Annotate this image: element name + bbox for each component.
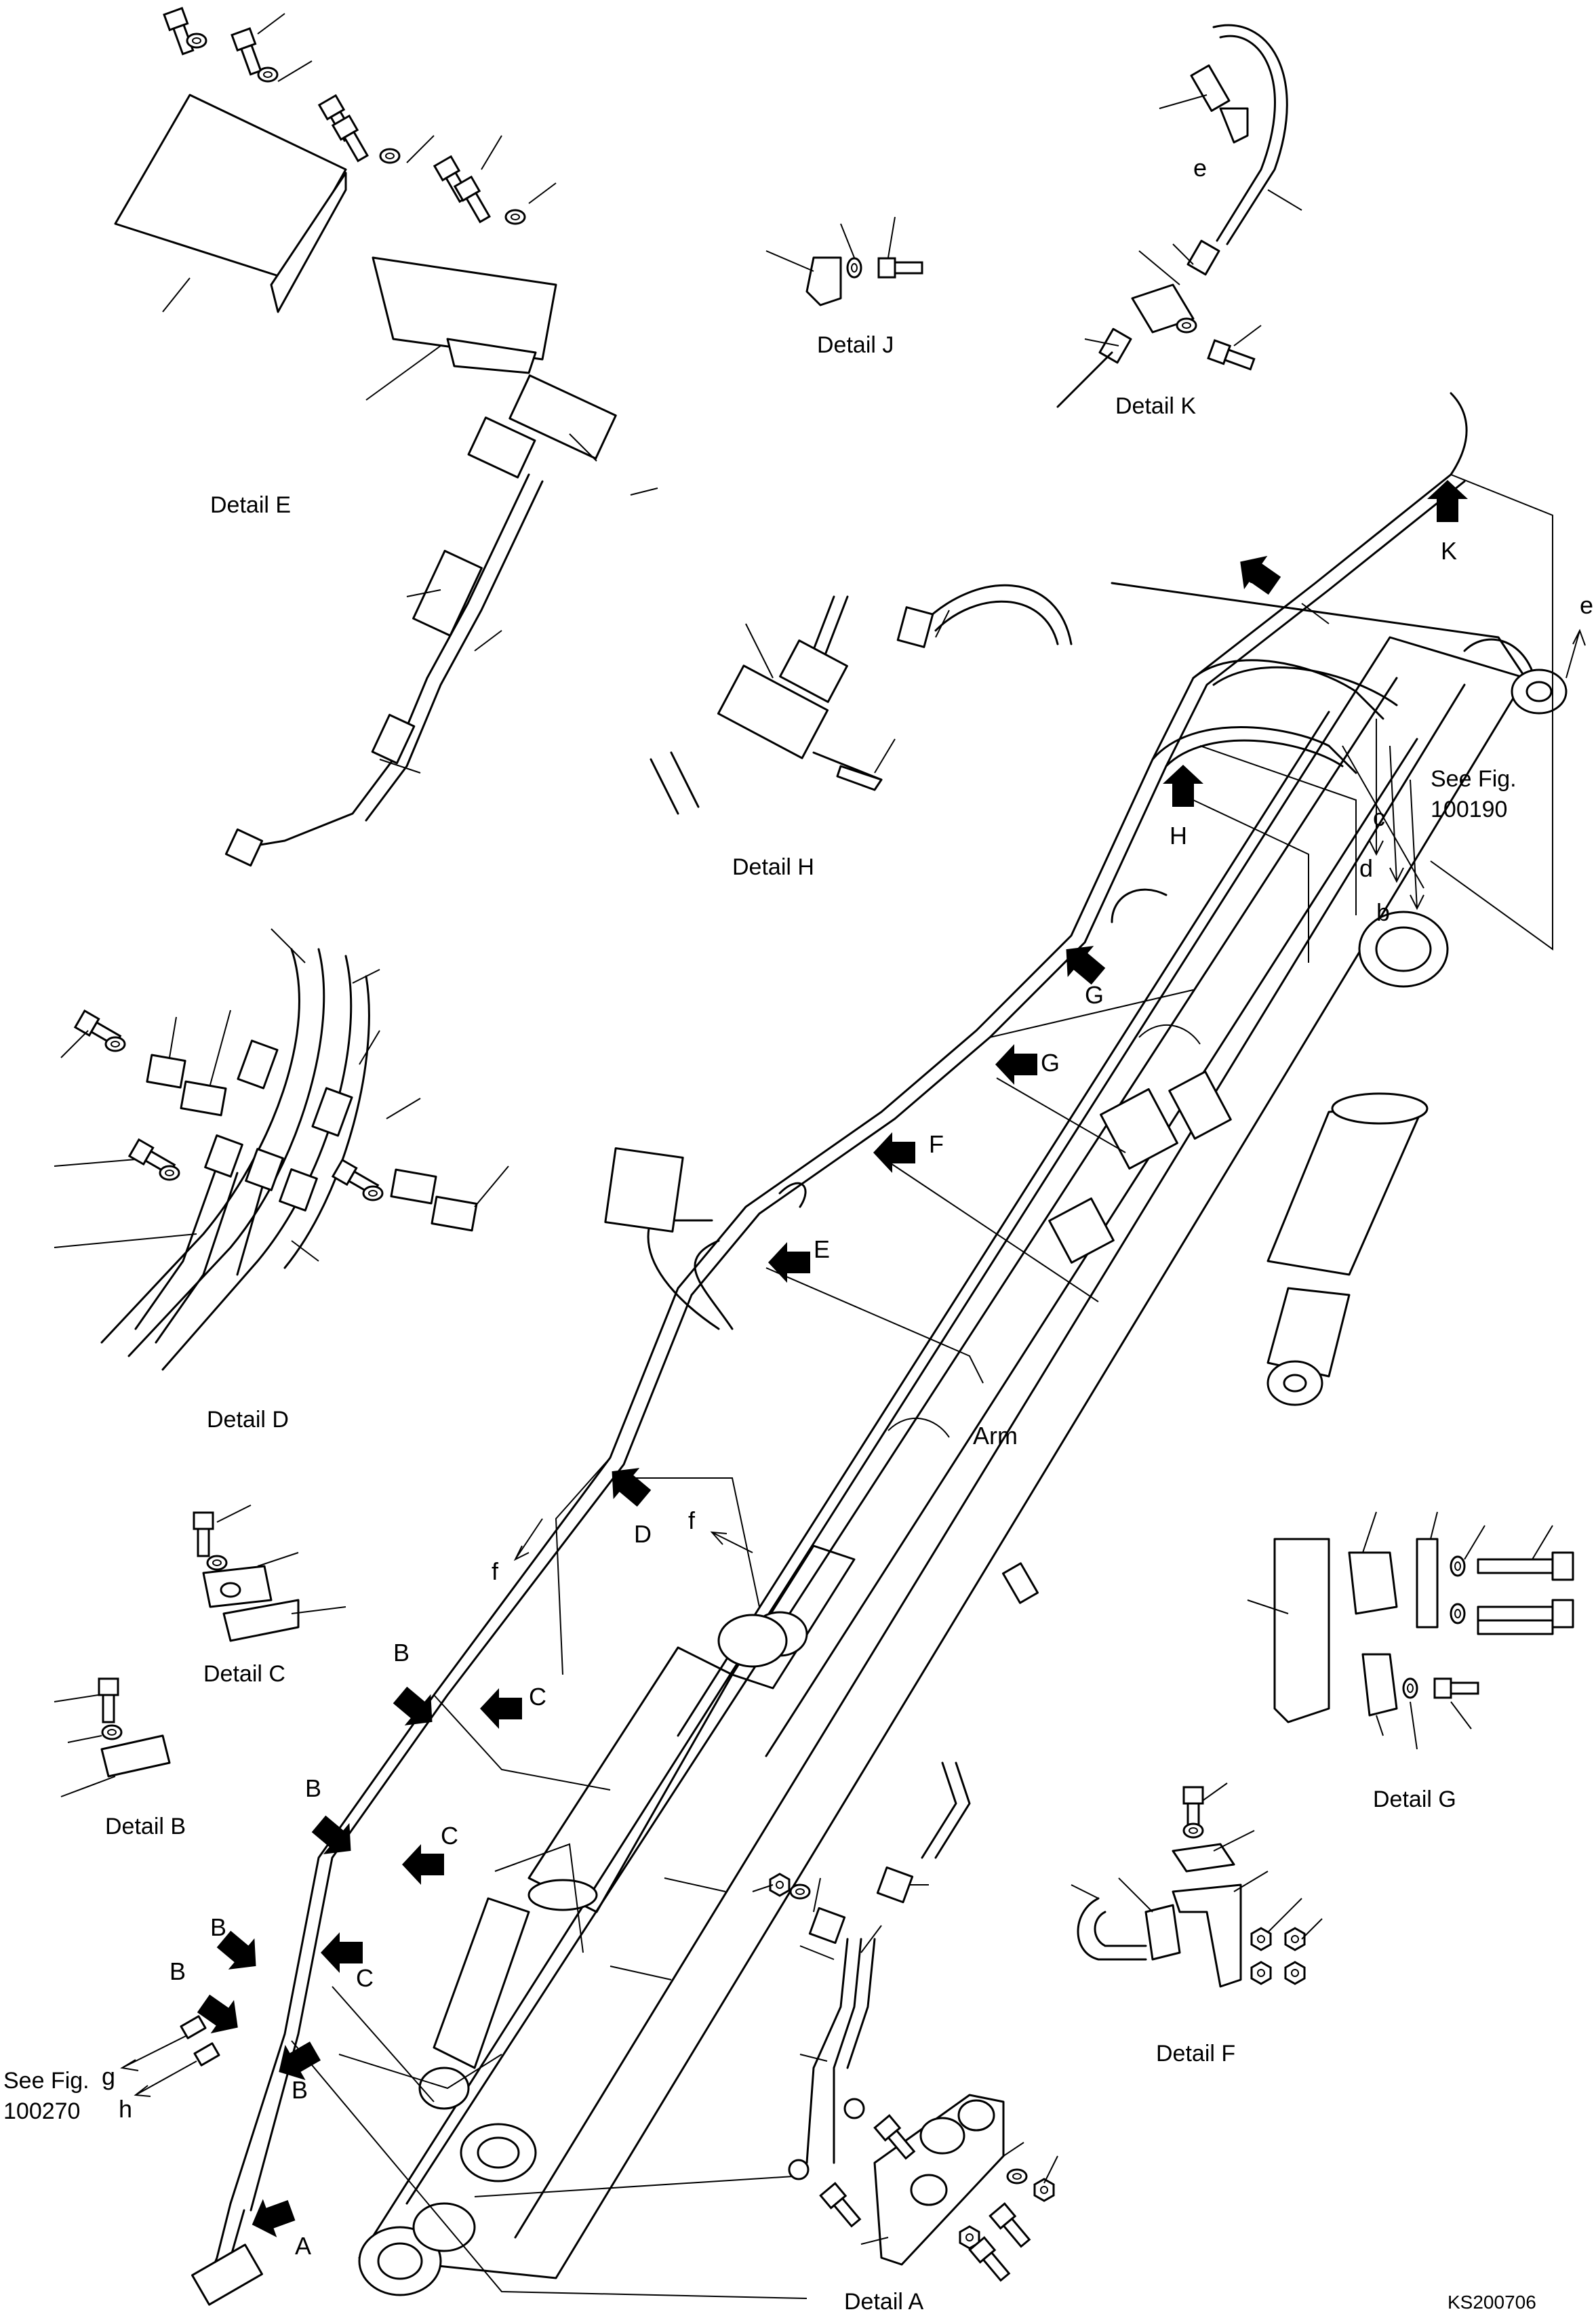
arrow-label-d: D (634, 1520, 652, 1548)
detail-h-caption: Detail H (732, 854, 814, 880)
detail-f-caption: Detail F (1156, 2041, 1235, 2067)
arrow-label-f: F (929, 1130, 944, 1158)
detail-a-caption: Detail A (844, 2289, 923, 2314)
arrow-label-b-4: B (169, 1957, 186, 1985)
arrow-label-b-5: B (292, 2076, 308, 2104)
hose-routing (229, 392, 1468, 2212)
see-fig-upper-line1: See Fig. (1431, 766, 1517, 792)
labels: Detail E Detail J Detail K Detail H Deta… (3, 154, 1593, 2314)
port-label-f-left: f (492, 1557, 499, 1585)
detail-b-caption: Detail B (105, 1814, 186, 1839)
arrow-label-k: K (1441, 537, 1457, 565)
arrow-label-b-3: B (210, 1913, 226, 1941)
see-fig-upper-line2: 100190 (1431, 797, 1507, 822)
detail-k-drawing (1056, 24, 1302, 408)
arrow-label-c-3: C (356, 1964, 374, 1992)
detail-k-caption: Detail K (1115, 393, 1196, 419)
arrow-label-j: J (1248, 561, 1260, 589)
detail-j-drawing (765, 216, 923, 306)
see-fig-lower-line1: See Fig. (3, 2068, 89, 2094)
detail-e-drawing (114, 7, 658, 867)
port-label-e-main: e (1580, 591, 1593, 619)
port-label-c: c (1373, 803, 1385, 831)
detail-a-drawing (752, 1761, 1058, 2284)
see-fig-lower-line2: 100270 (3, 2098, 80, 2124)
arrow-label-a: A (295, 2232, 311, 2260)
arrow-label-h: H (1170, 822, 1187, 850)
detail-g-drawing (1247, 1511, 1574, 1750)
arm-label: Arm (973, 1422, 1018, 1450)
port-label-f-mid: f (688, 1507, 696, 1534)
arrow-label-c-1: C (529, 1683, 546, 1711)
detail-d-drawing (54, 928, 509, 1371)
arrow-label-e: E (814, 1235, 830, 1263)
arrow-label-g-upper: G (1085, 981, 1104, 1009)
detail-d-caption: Detail D (207, 1407, 289, 1433)
arrow-label-c-2: C (441, 1822, 458, 1850)
detail-j-caption: Detail J (817, 332, 894, 358)
port-label-d: d (1359, 854, 1373, 882)
detail-b-drawing (54, 1677, 171, 1797)
port-label-g: g (102, 2062, 115, 2090)
leader-lines (291, 474, 1553, 2299)
detail-f-drawing (1071, 1782, 1323, 1988)
detail-g-caption: Detail G (1373, 1787, 1456, 1812)
detail-c-drawing (193, 1504, 346, 1642)
port-label-b: b (1376, 898, 1390, 926)
arrow-label-g-lower: G (1041, 1049, 1060, 1077)
detail-c-caption: Detail C (203, 1661, 285, 1687)
detail-e-caption: Detail E (210, 492, 291, 518)
port-label-e-detail-k: e (1193, 154, 1207, 182)
arrow-label-b-2: B (305, 1774, 321, 1802)
lower-fittings (180, 1147, 1039, 2306)
arm-assembly (358, 582, 1568, 2296)
detail-h-drawing (650, 584, 1073, 815)
drawing-code: KS200706 (1448, 2292, 1536, 2313)
port-label-h: h (119, 2095, 132, 2123)
port-leads (120, 629, 1586, 2097)
arrow-label-b-1: B (393, 1639, 410, 1667)
